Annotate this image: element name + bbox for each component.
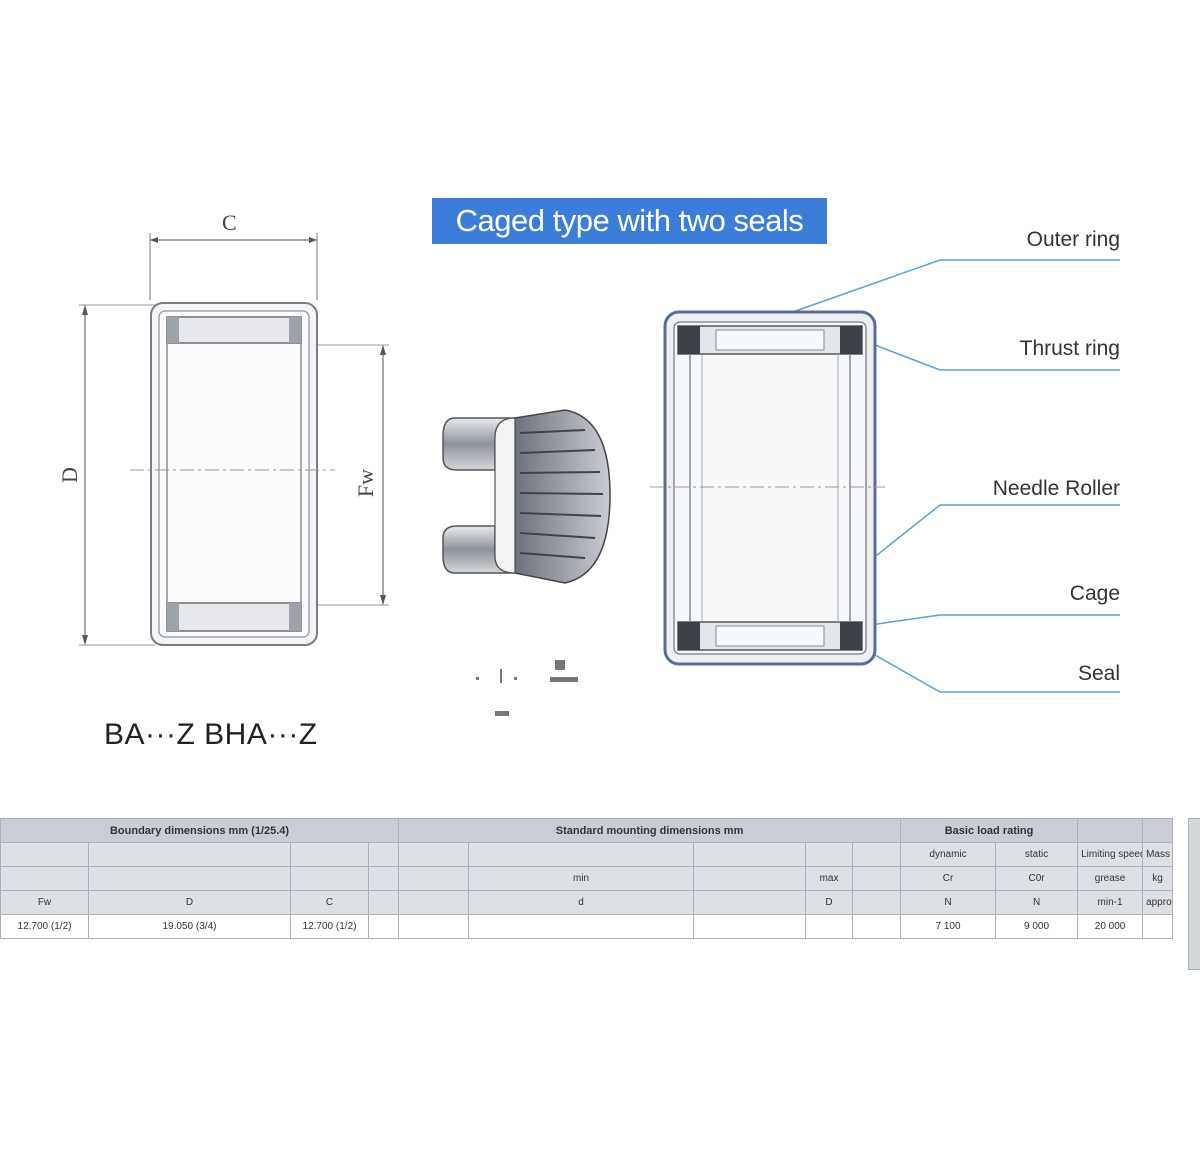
table-cell — [398, 890, 470, 915]
table-cell — [852, 914, 902, 939]
table-cell: d — [468, 890, 695, 915]
table-cell: min-1 — [1077, 890, 1144, 915]
label-seal: Seal — [1077, 662, 1120, 685]
figure-caption-marks — [476, 660, 578, 716]
table-cell — [88, 842, 291, 867]
table-cell: Fw — [0, 890, 89, 915]
table-cell — [852, 842, 902, 867]
title-banner: Caged type with two seals — [432, 198, 827, 244]
table-cell — [693, 890, 807, 915]
table-cell — [367, 866, 400, 891]
table-cell: N — [995, 890, 1079, 915]
table-cell: C0r — [995, 866, 1079, 891]
table-cell — [852, 890, 902, 915]
table-cell: 19.050 (3/4) — [88, 914, 291, 939]
table-header-row: Boundary dimensions mm (1/25.4) Standard… — [0, 818, 1174, 843]
table-cell — [693, 914, 807, 939]
table-cell: 9 000 — [995, 914, 1079, 939]
table-cell — [805, 842, 854, 867]
table-cell: Cr — [900, 866, 997, 891]
table-cell: D — [805, 890, 854, 915]
table-cell — [468, 842, 695, 867]
table-subheader-row: dynamic static Limiting speeds Mass — [0, 842, 1174, 867]
table-cell — [805, 914, 854, 939]
dimension-c-label: C — [222, 210, 237, 235]
table-cell: dynamic — [900, 842, 997, 867]
table-cell: 7 100 — [900, 914, 997, 939]
table-cell: 12.700 (1/2) — [290, 914, 369, 939]
series-label: BA···Z BHA···Z — [104, 718, 318, 751]
table-cell: D — [88, 890, 291, 915]
table-cell — [0, 866, 89, 891]
table-cell — [1142, 914, 1174, 939]
header-mounting-dimensions: Standard mounting dimensions mm — [398, 818, 902, 843]
table-cell — [398, 842, 470, 867]
table-subheader-row: Fw D C d D N N min-1 approx. — [0, 890, 1174, 915]
label-thrust-ring: Thrust ring — [1019, 337, 1120, 360]
table-cell — [693, 866, 807, 891]
table-cell: kg — [1142, 866, 1174, 891]
spec-table: Boundary dimensions mm (1/25.4) Standard… — [0, 818, 1174, 968]
label-cage: Cage — [1069, 582, 1120, 605]
header-load-rating: Basic load rating — [900, 818, 1079, 843]
table-cell: Limiting speeds — [1077, 842, 1144, 867]
table-cell: min — [468, 866, 695, 891]
table-cell — [367, 890, 400, 915]
table-cell — [693, 842, 807, 867]
table-cell — [290, 866, 369, 891]
table-cell — [468, 914, 695, 939]
table-cell: static — [995, 842, 1079, 867]
table-cell — [0, 842, 89, 867]
header-boundary-dimensions: Boundary dimensions mm (1/25.4) — [0, 818, 400, 843]
table-subheader-row: min max Cr C0r grease kg — [0, 866, 1174, 891]
adjacent-table-edge — [1188, 818, 1200, 970]
label-needle-roller: Needle Roller — [992, 477, 1120, 500]
label-outer-ring: Outer ring — [1026, 228, 1120, 251]
table-row: 12.700 (1/2) 19.050 (3/4) 12.700 (1/2) 7… — [0, 914, 1174, 939]
table-cell — [290, 842, 369, 867]
table-cell — [367, 842, 400, 867]
dimension-d-label: D — [56, 467, 82, 483]
table-cell — [852, 866, 902, 891]
dimension-fw-label: Fw — [353, 468, 379, 498]
table-cell: 12.700 (1/2) — [0, 914, 89, 939]
header-cell — [1077, 818, 1144, 843]
table-cell: max — [805, 866, 854, 891]
table-cell — [88, 866, 291, 891]
table-cell: Mass — [1142, 842, 1174, 867]
cross-section-drawing — [79, 233, 389, 646]
bearing-3d-illustration — [442, 409, 611, 584]
table-cell: grease — [1077, 866, 1144, 891]
table-cell: approx. — [1142, 890, 1174, 915]
header-cell — [1142, 818, 1174, 843]
table-cell: N — [900, 890, 997, 915]
table-cell — [398, 914, 470, 939]
table-cell — [367, 914, 400, 939]
table-cell: 20 000 — [1077, 914, 1144, 939]
labeled-cross-section — [650, 259, 1120, 693]
table-cell: C — [290, 890, 369, 915]
table-cell — [398, 866, 470, 891]
